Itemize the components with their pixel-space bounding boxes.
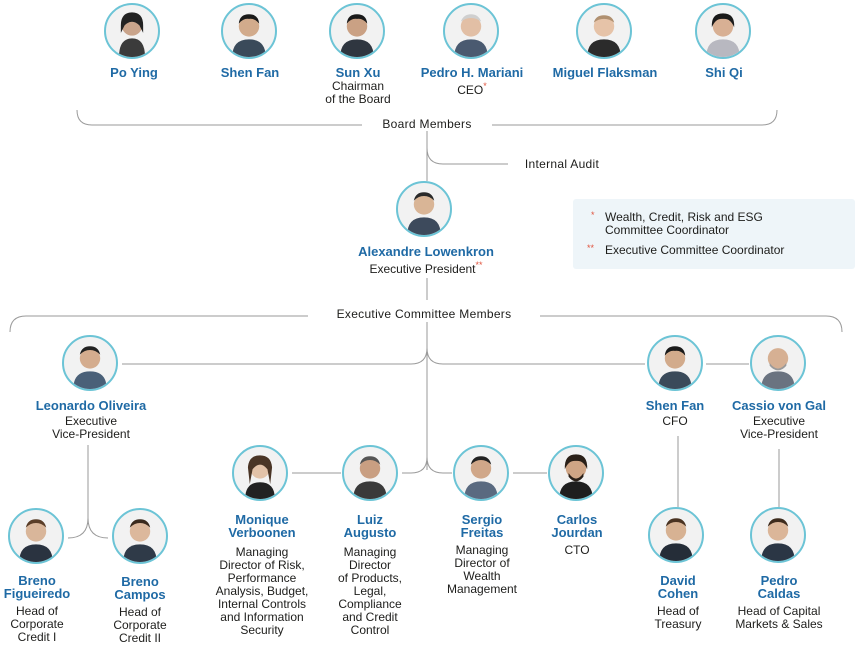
person-role: Executive President**: [369, 260, 483, 276]
person-role: Executive Vice-President: [740, 414, 818, 441]
person-role: Executive Vice-President: [52, 414, 130, 441]
avatar: [232, 445, 288, 501]
person-name: Miguel Flaksman: [552, 65, 658, 80]
avatar: [104, 3, 160, 59]
avatar: [750, 507, 806, 563]
person-name: Luiz Augusto: [343, 512, 397, 540]
person-name: Po Ying: [110, 65, 158, 80]
avatar: [342, 445, 398, 501]
coordinator-mark: *: [483, 81, 487, 91]
person-name: Shen Fan: [645, 398, 705, 413]
person-role: Head of Treasury: [654, 604, 702, 631]
person-name: Shi Qi: [705, 65, 743, 80]
avatar: [396, 181, 452, 237]
person-name: Alexandre Lowenkron: [358, 244, 494, 259]
avatar: [221, 3, 277, 59]
person-name: Monique Verboonen: [228, 512, 296, 540]
avatar: [750, 335, 806, 391]
person-role: Head of Corporate Credit I: [10, 604, 64, 644]
person-role: CEO*: [457, 81, 487, 97]
legend-mark: **: [587, 243, 595, 253]
person-name: Cassio von Gal: [732, 398, 826, 413]
avatar: [443, 3, 499, 59]
person-name: Sun Xu: [335, 65, 381, 80]
person-role: Head of Corporate Credit II: [113, 605, 167, 645]
avatar: [548, 445, 604, 501]
person-role: Managing Director of Wealth Management: [446, 543, 518, 596]
avatar: [8, 508, 64, 564]
executive-committee-label: Executive Committee Members: [328, 307, 520, 321]
avatar: [62, 335, 118, 391]
person-name: Pedro Caldas: [757, 573, 801, 601]
board-members-label: Board Members: [374, 117, 480, 131]
legend-text: Executive Committee Coordinator: [605, 243, 785, 257]
legend-box: * Wealth, Credit, Risk and ESG Committee …: [573, 199, 855, 269]
avatar: [453, 445, 509, 501]
coordinator-mark: **: [475, 260, 483, 270]
person-name: Breno Figueiredo: [3, 573, 71, 601]
avatar: [648, 507, 704, 563]
person-role: Managing Director of Products, Legal, Co…: [337, 545, 403, 637]
avatar: [112, 508, 168, 564]
person-role: CFO: [662, 414, 688, 428]
avatar: [647, 335, 703, 391]
avatar: [329, 3, 385, 59]
avatar: [576, 3, 632, 59]
person-name: Leonardo Oliveira: [35, 398, 147, 413]
person-name: Breno Campos: [114, 574, 166, 602]
legend-text: Wealth, Credit, Risk and ESG Committee C…: [605, 210, 763, 237]
avatar: [695, 3, 751, 59]
person-name: Sergio Freitas: [460, 512, 504, 540]
internal-audit-label: Internal Audit: [524, 157, 600, 171]
person-role: CTO: [564, 543, 590, 557]
legend-mark: *: [591, 210, 595, 220]
person-name: Shen Fan: [220, 65, 280, 80]
person-role: Chairman of the Board: [325, 79, 391, 106]
person-name: Carlos Jourdan: [551, 512, 603, 540]
person-role: Head of Capital Markets & Sales: [735, 604, 823, 631]
person-name: Pedro H. Mariani: [420, 65, 524, 80]
person-name: David Cohen: [657, 573, 699, 601]
person-role: Managing Director of Risk, Performance A…: [215, 545, 309, 637]
